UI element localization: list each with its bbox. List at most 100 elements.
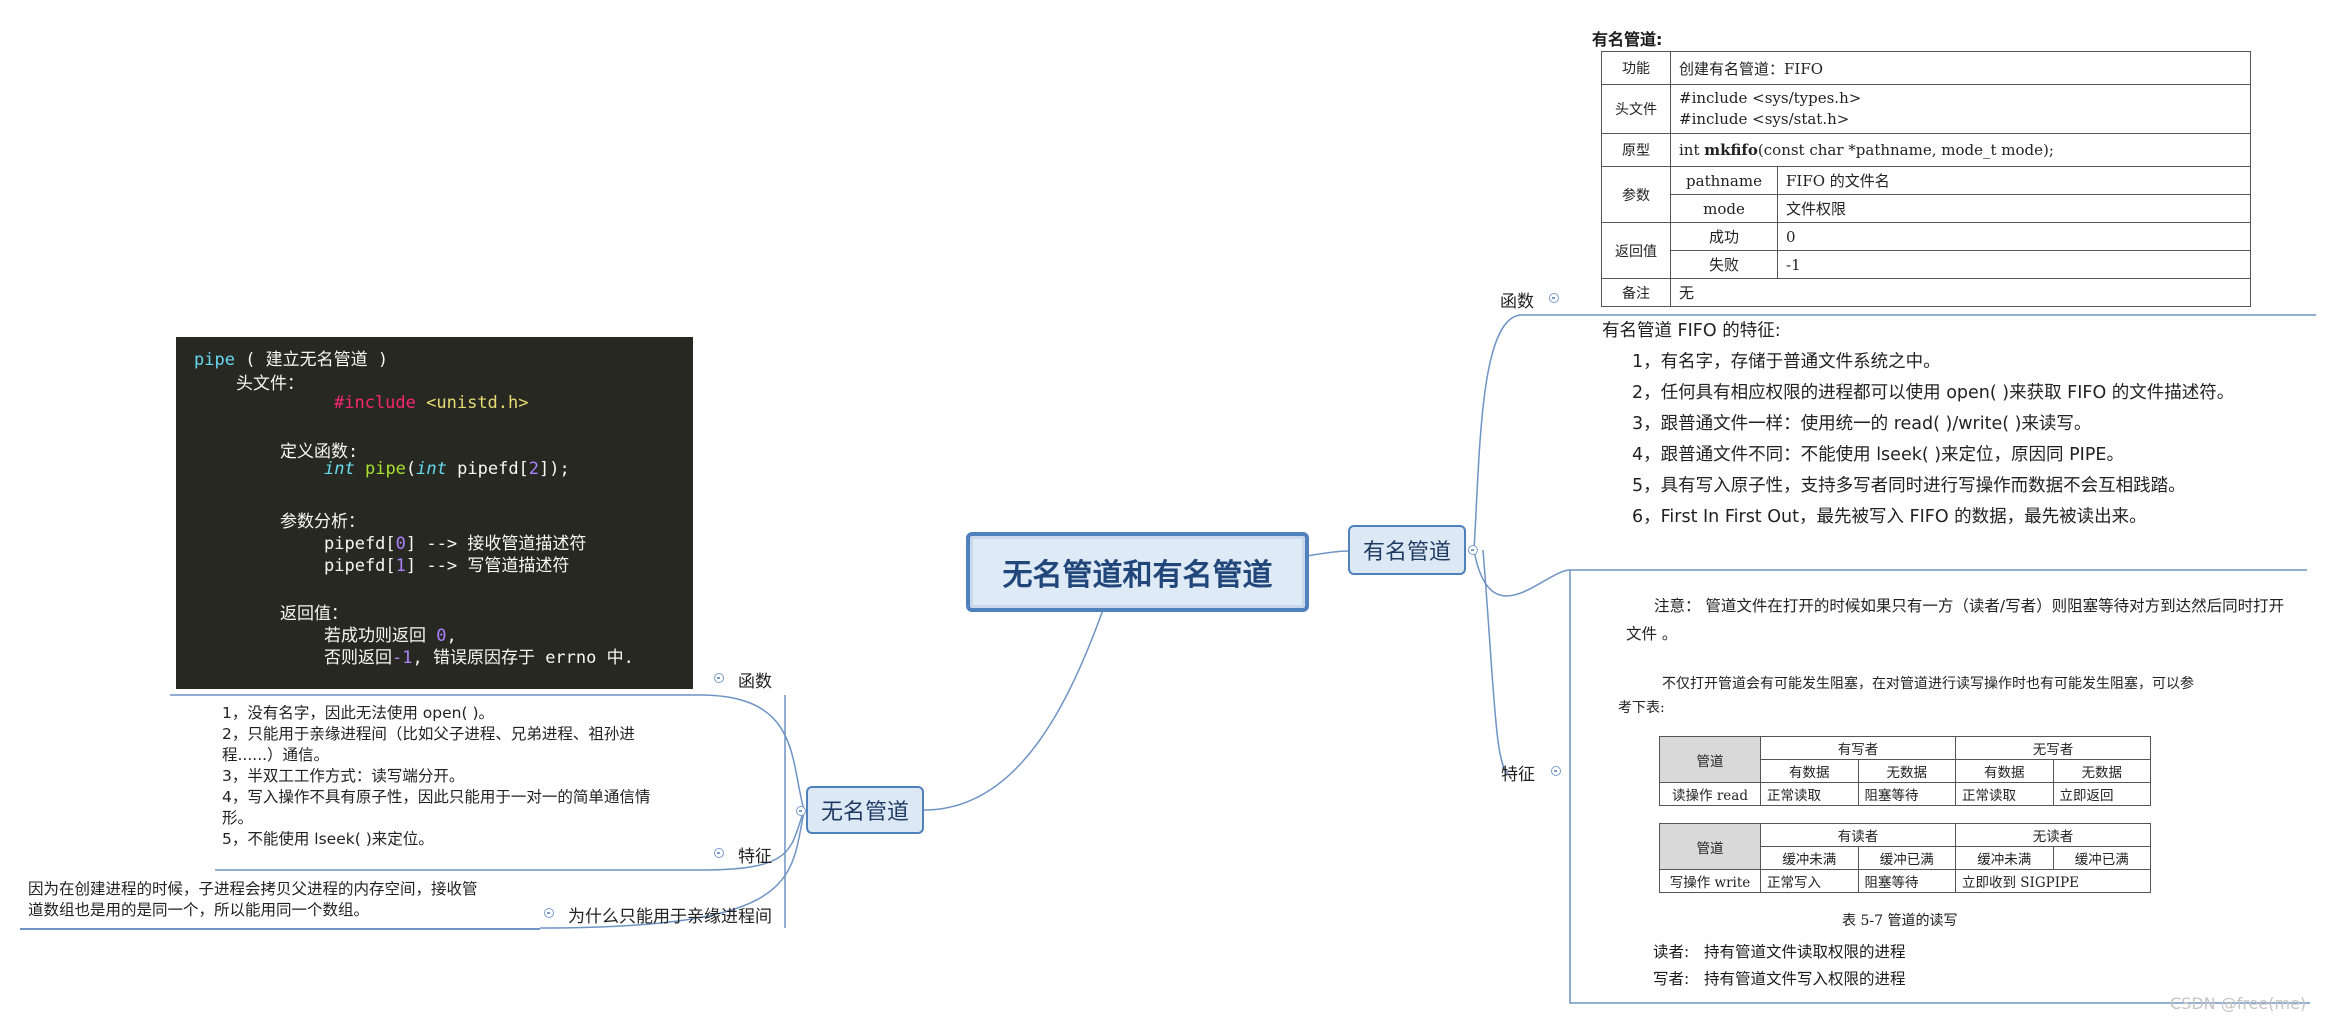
table-header: 无写者 [1955, 736, 2151, 760]
watermark: CSDN @free(me) [2170, 994, 2307, 1013]
code-include-directive: #include [334, 393, 416, 413]
table-row: 失败-1 [1602, 250, 2251, 279]
unnamed-functions-label[interactable]: 函数 [738, 672, 772, 692]
code-close: ]); [539, 459, 570, 479]
collapse-unnamed-features-icon[interactable] [714, 848, 724, 858]
table-row: 缓冲未满 缓冲已满 缓冲未满 缓冲已满 [1660, 846, 2151, 870]
read-behavior-table: 管道 有写者 无写者 有数据 无数据 有数据 无数据 读操作 read 正常读取… [1659, 736, 2151, 806]
topic-named-pipe[interactable]: 有名管道 [1348, 525, 1466, 575]
table-header: 缓冲已满 [2052, 846, 2151, 870]
table-row: 写操作 write 正常写入 阻塞等待 立即收到 SIGPIPE [1659, 869, 2151, 893]
list-item: 2，任何具有相应权限的进程都可以使用 open( )来获取 FIFO 的文件描述… [1632, 383, 2235, 403]
attention-line-2: 文件 。 [1626, 625, 1678, 643]
table-value: 创建有名管道：FIFO [1670, 51, 2251, 85]
table-row-label: 写操作 write [1659, 869, 1761, 893]
table-row: 功能创建有名管道：FIFO [1601, 51, 2251, 85]
code-include-file: <unistd.h> [426, 393, 529, 413]
param-desc: FIFO 的文件名 [1777, 166, 2251, 195]
table-caption: 表 5-7 管道的读写 [1842, 913, 1958, 929]
table-row: 读操作 read 正常读取 阻塞等待 正常读取 立即返回 [1659, 782, 2151, 806]
table-key: 功能 [1601, 51, 1671, 85]
code-p1-b: ] --> 写管道描述符 [405, 556, 570, 576]
unnamed-features-list: 1，没有名字，因此无法使用 open( )。 2，只能用于亲缘进程间（比如父子进… [222, 703, 650, 850]
link-unnamed-why [539, 811, 805, 929]
table-cell: 阻塞等待 [1857, 869, 1956, 893]
collapse-named-icon[interactable] [1468, 545, 1478, 555]
table-header: 有写者 [1760, 736, 1956, 760]
list-item: 1，有名字，存储于普通文件系统之中。 [1632, 352, 1941, 372]
topic-unnamed-pipe-label: 无名管道 [820, 800, 909, 825]
list-item: 6，First In First Out，最先被写入 FIFO 的数据，最先被读… [1632, 507, 2147, 527]
central-topic[interactable]: 无名管道和有名管道 [966, 532, 1309, 612]
proto-a: int [1679, 141, 1705, 159]
list-item: 2，只能用于亲缘进程间（比如父子进程、兄弟进程、祖孙进 [222, 725, 635, 743]
reader-note: 读者: 持有管道文件读取权限的进程 [1653, 943, 1906, 961]
unnamed-why-text: 因为在创建进程的时候，子进程会拷贝父进程的内存空间，接收管 道数组也是用的是同一… [28, 879, 478, 921]
link-named-functions [1473, 314, 2316, 551]
table-value: 无 [1670, 278, 2251, 307]
code-header-label: 头文件： [236, 374, 304, 394]
topic-unnamed-pipe[interactable]: 无名管道 [806, 786, 924, 834]
table-header: 无数据 [1857, 759, 1956, 783]
central-topic-label: 无名管道和有名管道 [1002, 558, 1273, 593]
code-title-fn: pipe [194, 350, 235, 370]
block-line-1: 不仅打开管道会有可能发生阻塞，在对管道进行读写操作时也有可能发生阻塞，可以参 [1662, 676, 2194, 692]
table-value: int mkfifo(const char *pathname, mode_t … [1670, 133, 2251, 167]
link-central-named [1306, 550, 1349, 557]
list-item: 程......）通信。 [222, 746, 330, 764]
param-name: mode [1670, 194, 1778, 223]
link-named-features [1473, 549, 2307, 597]
table-row: 备注无 [1601, 278, 2251, 307]
code-define-label: 定义函数: [280, 442, 359, 462]
table-row: 头文件#include <sys/types.h>#include <sys/s… [1601, 84, 2251, 134]
collapse-unnamed-icon[interactable] [796, 806, 806, 816]
table-cell: 立即返回 [2052, 782, 2151, 806]
fifo-title: 有名管道 FIFO 的特征: [1602, 321, 1781, 341]
collapse-named-features-icon[interactable] [1551, 766, 1561, 776]
table-header: 缓冲未满 [1760, 846, 1859, 870]
table-row-label: 读操作 read [1659, 782, 1761, 806]
code-ret-label: 返回值： [280, 604, 348, 624]
table-value: #include <sys/types.h>#include <sys/stat… [1670, 84, 2251, 134]
code-paren: ( [405, 459, 417, 479]
list-item: 4，写入操作不具有原子性，因此只能用于一对一的简单通信情 [222, 788, 651, 806]
table-cell: 正常写入 [1760, 869, 1859, 893]
why-underline [20, 928, 540, 930]
param-desc: 文件权限 [1777, 194, 2251, 223]
ret-value: 0 [1777, 222, 2251, 251]
named-functions-label[interactable]: 函数 [1500, 292, 1534, 312]
table-header: 无读者 [1955, 823, 2151, 847]
collapse-named-functions-icon[interactable] [1549, 293, 1559, 303]
table-row: 管道 有写者 无写者 [1659, 736, 2151, 783]
write-behavior-table: 管道 有读者 无读者 缓冲未满 缓冲已满 缓冲未满 缓冲已满 写操作 write… [1659, 823, 2151, 893]
table-row: 有数据 无数据 有数据 无数据 [1660, 759, 2151, 783]
topic-named-pipe-label: 有名管道 [1362, 540, 1451, 565]
list-item: 因为在创建进程的时候，子进程会拷贝父进程的内存空间，接收管 [28, 880, 478, 898]
ret-value: -1 [1777, 250, 2251, 279]
code-param: pipefd[ [457, 459, 529, 479]
table-cell: 阻塞等待 [1857, 782, 1956, 806]
code-ret-ok-b: , [446, 626, 457, 646]
header-include-2: #include <sys/stat.h> [1679, 110, 1850, 128]
code-p1-a: pipefd[ [324, 556, 396, 576]
code-params-label: 参数分析： [280, 512, 365, 532]
table-key: 参数 [1601, 166, 1671, 223]
collapse-unnamed-functions-icon[interactable] [714, 673, 724, 683]
named-features-label[interactable]: 特征 [1501, 765, 1535, 785]
table-header: 缓冲未满 [1955, 846, 2054, 870]
attention-line-1: 注意： 管道文件在打开的时候如果只有一方（读者/写者）则阻塞等待对方到达然后同时… [1654, 597, 2285, 615]
table-key: 备注 [1601, 278, 1671, 307]
unnamed-why-label[interactable]: 为什么只能用于亲缘进程间 [568, 907, 772, 927]
table-cell: 立即收到 SIGPIPE [1955, 869, 2151, 893]
proto-fn: mkfifo [1704, 141, 1758, 159]
fifo-features: 有名管道 FIFO 的特征: 1，有名字，存储于普通文件系统之中。 2，任何具有… [1602, 316, 2234, 533]
collapse-unnamed-why-icon[interactable] [544, 908, 554, 918]
unnamed-features-label[interactable]: 特征 [738, 847, 772, 867]
table-header: 有读者 [1760, 823, 1956, 847]
table-cell: 正常读取 [1955, 782, 2054, 806]
table-header: 有数据 [1955, 759, 2054, 783]
mkfifo-info-table: 功能创建有名管道：FIFO 头文件#include <sys/types.h>#… [1601, 51, 2251, 307]
